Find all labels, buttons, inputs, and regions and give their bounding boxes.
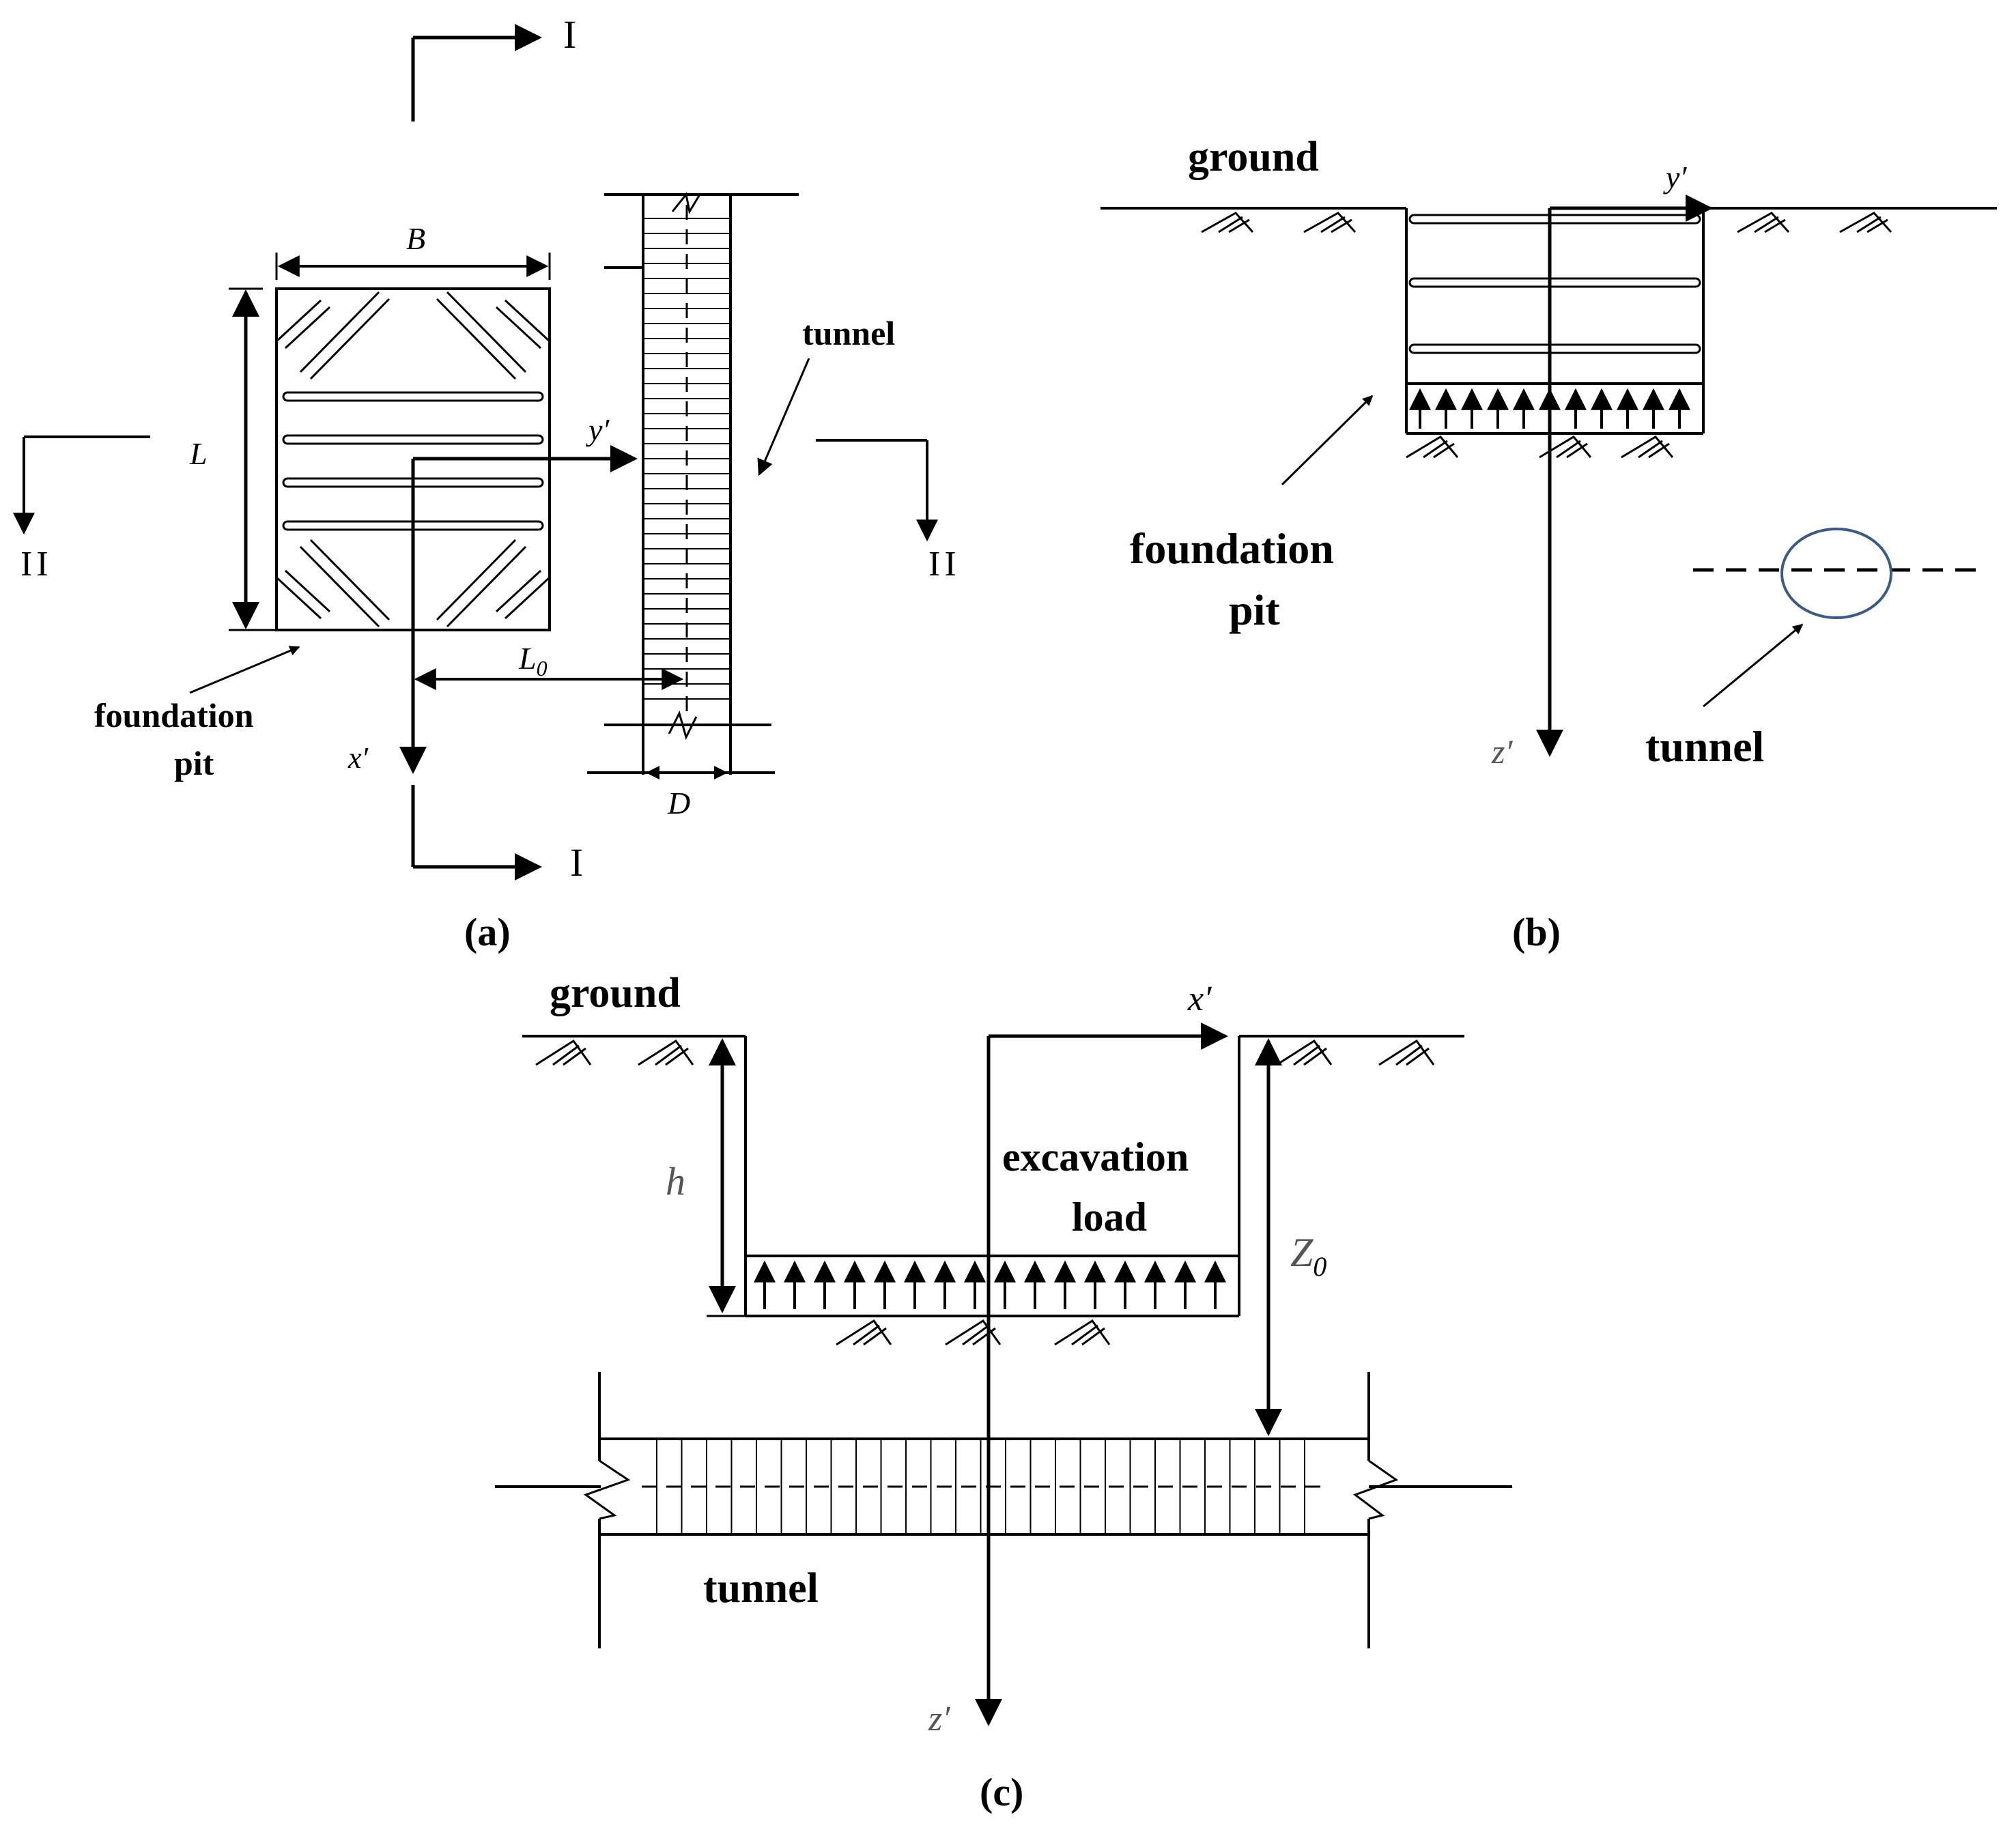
tunnel-elevation [495,1372,1512,1648]
tunnel-rings-c [656,1439,1305,1534]
excavation-load-arrows-b [1409,388,1690,429]
section-II-right-marker [816,439,938,542]
soil-hatch-c [535,1039,1435,1346]
foundation-pit-label: foundation [94,696,254,734]
tunnel-label-b: tunnel [1645,722,1764,771]
caption-c: (c) [980,1770,1023,1814]
dimension-h-label: h [666,1159,685,1203]
soil-hatch-b [1201,212,1892,459]
caption-a: (a) [464,910,511,954]
section-II-left-marker [13,435,150,535]
tunnel-pointer-b [1703,623,1804,708]
axis-x-label-c: x′ [1187,979,1212,1018]
dimension-Z0-label: Z0 [1290,1230,1326,1282]
axis-y-label-b: y′ [1663,160,1687,195]
tunnel-pointer [757,358,810,476]
section-I-top-label: I [563,12,576,57]
caption-b: (b) [1512,910,1561,954]
foundation-pit-pointer-b [1281,395,1374,486]
section-II-left-label: II [20,545,53,584]
axis-x-label: x′ [347,741,369,775]
struts-section-b [1408,214,1701,354]
horizontal-struts [282,391,544,531]
axis-z-label-b: z′ [1491,732,1513,771]
ground-surface-b [1101,207,1997,435]
section-I-top-marker [411,24,542,121]
ground-label-c: ground [550,970,681,1016]
tunnel-label: tunnel [802,314,895,352]
excavation-label: excavation [1002,1134,1189,1179]
pit-label: pit [174,744,214,782]
tunnel-label-c: tunnel [703,1565,819,1612]
panel-a: I I II II [13,12,961,954]
corner-braces [275,291,551,628]
axis-y-label: y′ [586,412,610,447]
panel-b: ground y′ [1101,134,1997,954]
dimension-B-label: B [406,221,425,256]
excavation-load-arrows-c [754,1260,1226,1309]
dimension-L0-label: L0 [518,641,548,681]
axis-z-label-c: z′ [928,1700,951,1738]
panel-c: ground h Z0 excavation load [495,970,1512,1814]
dimension-L-label: L [189,436,208,471]
dimension-D-label: D [667,786,690,820]
foundation-pit-label-b: foundation [1130,524,1334,573]
load-label: load [1072,1194,1147,1240]
section-I-bottom-marker [411,785,542,881]
foundation-pit-pointer [189,646,300,694]
section-II-right-label: II [928,545,961,584]
ground-surface-c [522,1035,1464,1317]
pit-label-b: pit [1229,586,1280,634]
ground-label-b: ground [1188,134,1319,180]
section-I-bottom-label: I [570,840,583,885]
tunnel-section-b [1780,528,1892,619]
tunnel-plan [587,192,799,775]
